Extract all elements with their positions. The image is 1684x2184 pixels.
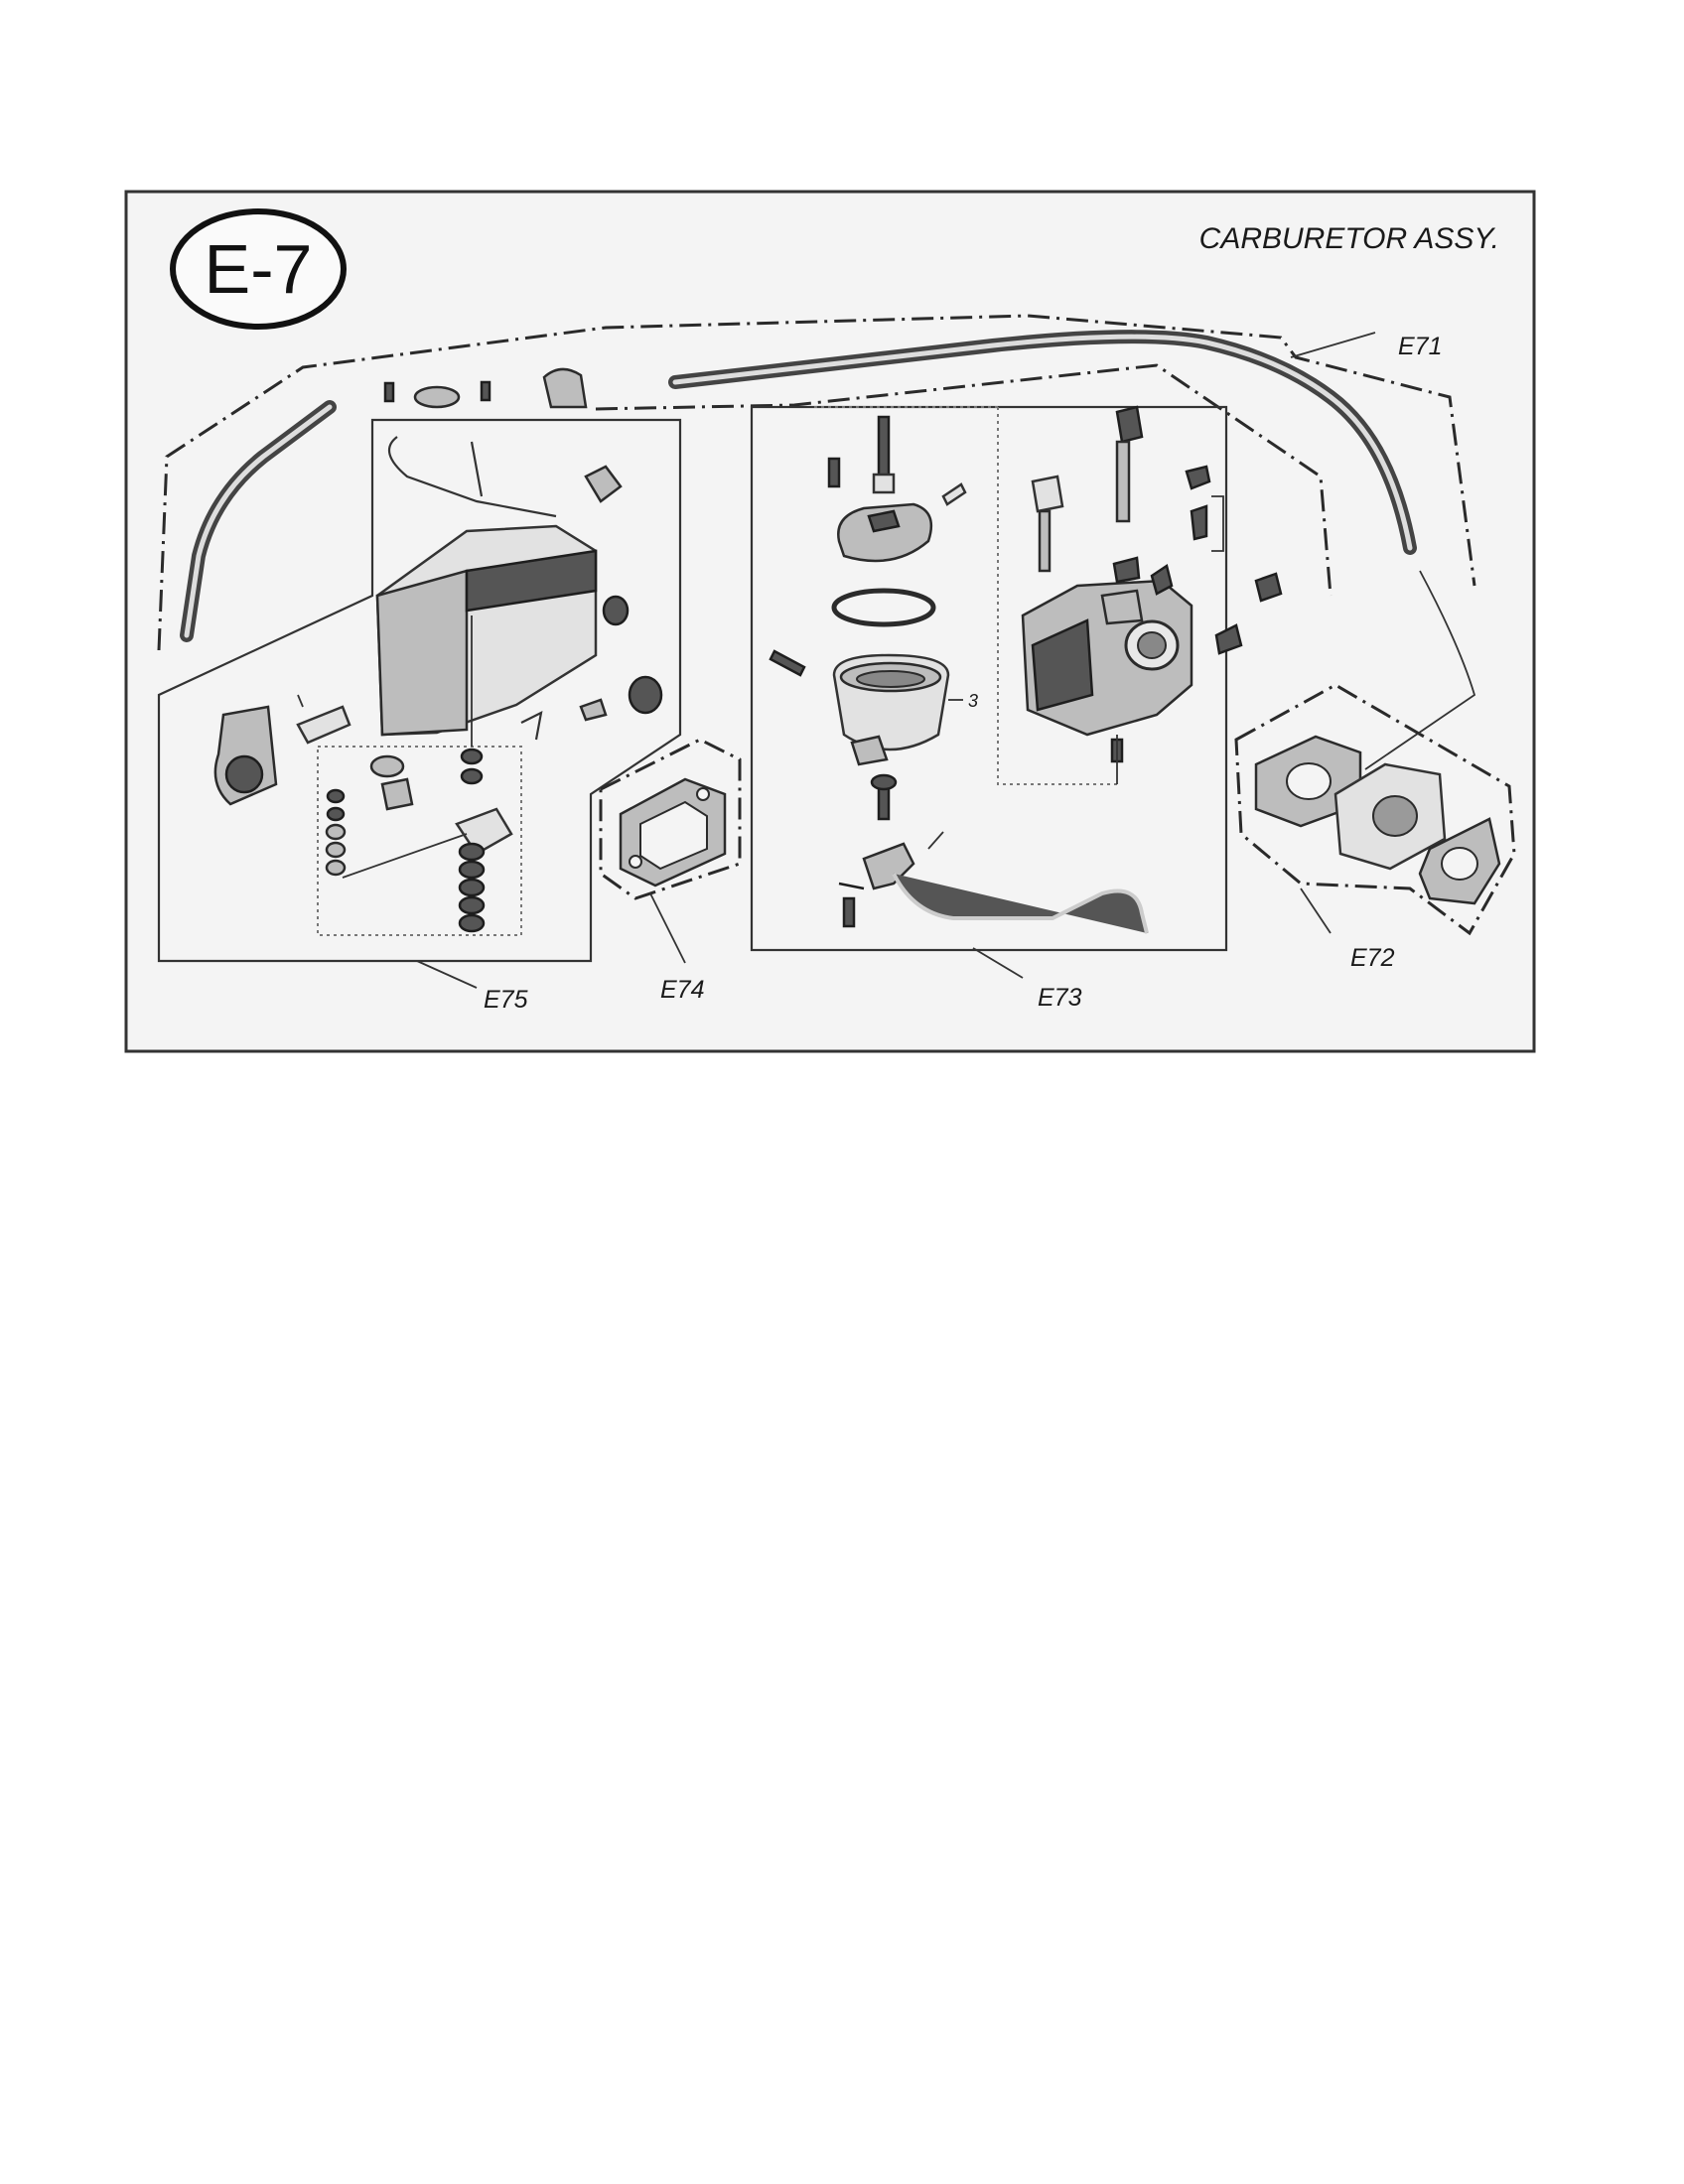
- callout-e74: E74: [660, 976, 704, 1004]
- group-boundary-e71: [157, 314, 1476, 651]
- leader-e75: [416, 960, 478, 989]
- leader-e72: [1300, 887, 1332, 934]
- idle-screws-e73: [1031, 405, 1283, 655]
- leader-e73: [972, 947, 1024, 979]
- fuel-cut-solenoid: [862, 831, 1149, 934]
- callout-e73: E73: [1038, 984, 1082, 1012]
- fuel-cock-valve: [213, 694, 351, 806]
- small-parts-e75: [369, 595, 663, 856]
- fuel-hose-highlight: [672, 334, 1413, 551]
- group-subbox-e75: [317, 746, 522, 936]
- badge-text: E-7: [205, 230, 313, 308]
- left-fuel-hose-highlight: [184, 404, 333, 638]
- carburetor-body: [1021, 579, 1193, 784]
- top-fittings: [383, 367, 588, 409]
- callout-e71: E71: [1398, 333, 1442, 360]
- leader-e71: [1290, 332, 1376, 358]
- small-screws-e73: [769, 457, 967, 928]
- leader-e74: [649, 892, 686, 964]
- callout-e75: E75: [484, 986, 528, 1014]
- washer-stack-right: [458, 615, 486, 933]
- group-boundary-e71-inner: [595, 363, 1333, 597]
- diagram-title: CARBURETOR ASSY.: [1199, 222, 1499, 255]
- intake-bracket: [375, 436, 623, 737]
- diagram-badge: E-7: [170, 208, 347, 330]
- washer-stack-left: [325, 788, 468, 879]
- callout-e72: E72: [1350, 944, 1395, 972]
- gasket-e74: [619, 777, 727, 887]
- group-boundary-e75: [157, 418, 682, 963]
- group-boundary-e72: [1234, 683, 1516, 936]
- diagram-frame: [124, 190, 1536, 1053]
- part-marker: 3: [968, 691, 978, 711]
- insulator-gaskets-e72: [1254, 570, 1501, 905]
- float-bowl-assembly: 3: [831, 415, 978, 821]
